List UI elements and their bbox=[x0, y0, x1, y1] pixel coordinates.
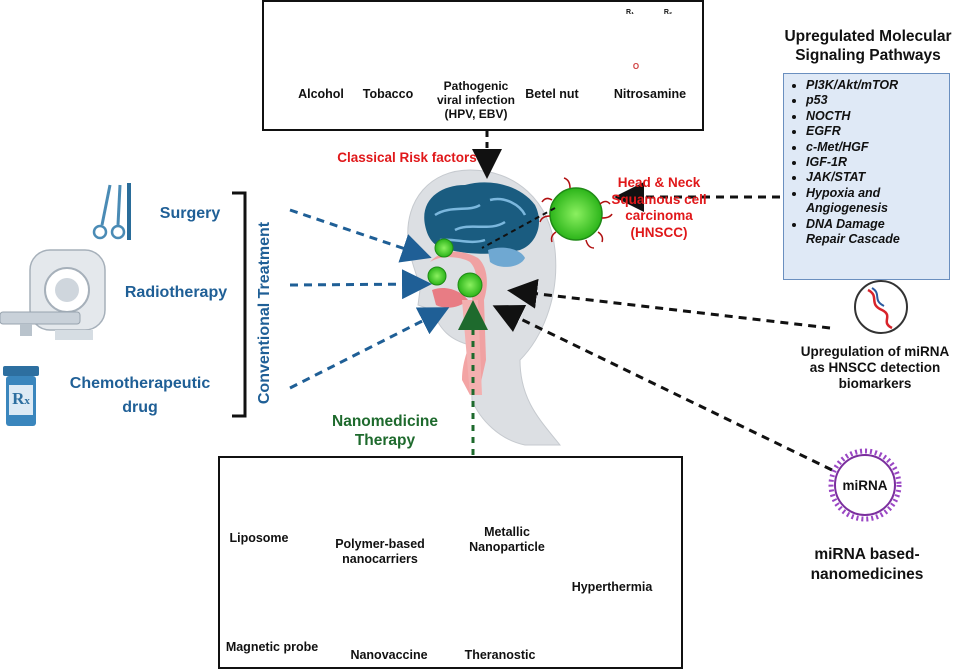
pathway-item: c-Met/HGF bbox=[806, 140, 943, 155]
risk-tobacco-label: Tobacco bbox=[362, 87, 414, 101]
pathway-item: p53 bbox=[806, 93, 943, 108]
atom-n2: N bbox=[646, 40, 652, 49]
tumor-oral bbox=[427, 266, 447, 286]
risk-viral-label: Pathogenic viral infection (HPV, EBV) bbox=[436, 79, 516, 121]
risk-nitrosamine-label: Nitrosamine bbox=[613, 87, 687, 101]
head-illustration bbox=[407, 169, 562, 446]
rx-r: R bbox=[12, 389, 25, 408]
atom-o: O bbox=[632, 62, 640, 71]
risk-factors-caption: Classical Risk factors bbox=[337, 150, 477, 165]
treatment-chemo-label: Chemotherapeutic drug bbox=[69, 375, 211, 416]
risk-betel-label: Betel nut bbox=[525, 87, 579, 101]
pathways-list: PI3K/Akt/mTOR p53 NOCTH EGFR c-Met/HGF I… bbox=[792, 78, 943, 247]
conventional-treatment-title: Conventional Treatment bbox=[256, 221, 273, 405]
pathway-item: NOCTH bbox=[806, 109, 943, 124]
nano-hyperthermia-label: Hyperthermia bbox=[571, 580, 653, 594]
prescription-bottle-icon bbox=[3, 366, 39, 426]
nano-magnetic-label: Magnetic probe bbox=[225, 640, 319, 654]
pathway-item: DNA Damage Repair Cascade bbox=[806, 217, 943, 248]
rx-symbol-icon: Rx bbox=[10, 389, 32, 409]
radiotherapy-machine-icon bbox=[0, 249, 106, 340]
risk-alcohol-label: Alcohol bbox=[298, 87, 344, 101]
nano-metallic-label: Metallic Nanoparticle bbox=[469, 525, 545, 554]
nanomedicine-title: Nanomedicine Therapy bbox=[332, 413, 438, 449]
treatment-surgery-label: Surgery bbox=[159, 205, 221, 222]
nano-vaccine-label: Nanovaccine bbox=[350, 648, 428, 662]
treatment-bracket bbox=[232, 191, 247, 418]
pathway-item: Hypoxia and Angiogenesis bbox=[806, 186, 943, 217]
nano-theranostic-label: Theranostic bbox=[464, 648, 536, 662]
nanomedicine-box bbox=[218, 456, 683, 669]
mirna-particle-label: miRNA bbox=[842, 478, 888, 493]
risk-factors-box bbox=[262, 0, 704, 131]
treatment-radiotherapy-label: Radiotherapy bbox=[124, 284, 228, 301]
pathway-item: IGF-1R bbox=[806, 155, 943, 170]
pathways-title: Upregulated Molecular Signaling Pathways bbox=[784, 28, 952, 64]
atom-n1: N bbox=[646, 18, 652, 27]
pathway-item: EGFR bbox=[806, 124, 943, 139]
pathways-list-box: PI3K/Akt/mTOR p53 NOCTH EGFR c-Met/HGF I… bbox=[783, 73, 950, 280]
mirna-strand-icon bbox=[854, 280, 908, 334]
nano-liposome-label: Liposome bbox=[229, 531, 289, 545]
nano-polymer-label: Polymer-based nanocarriers bbox=[335, 537, 425, 566]
tumor-magnified bbox=[539, 177, 613, 249]
rx-x: x bbox=[24, 395, 30, 407]
mirna-biomarker-label: Upregulation of miRNA as HNSCC detection… bbox=[800, 344, 950, 391]
atom-r1: R₁ bbox=[626, 9, 634, 16]
mirna-nanomedicines-label: miRNA based- nanomedicines bbox=[810, 546, 924, 583]
tumor-nasal bbox=[434, 238, 454, 258]
tumor-throat bbox=[457, 272, 483, 298]
surgery-scissors-icon bbox=[92, 183, 131, 240]
mirna-particle-icon bbox=[828, 448, 902, 522]
pathway-item: PI3K/Akt/mTOR bbox=[806, 78, 943, 93]
pathway-item: JAK/STAT bbox=[806, 170, 943, 185]
hnscc-label: Head & Neck Squamous cell carcinoma (HNS… bbox=[611, 175, 707, 240]
atom-r2: R₂ bbox=[663, 9, 673, 16]
